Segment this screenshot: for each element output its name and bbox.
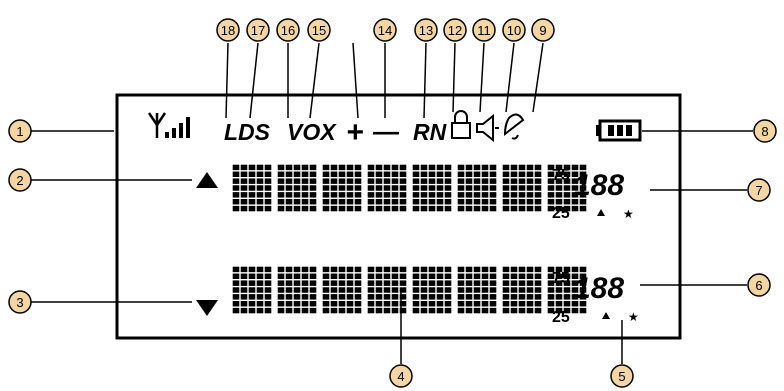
callout-14: 14 bbox=[373, 18, 397, 42]
matrix-cell bbox=[502, 164, 542, 212]
leader-lines bbox=[31, 42, 753, 364]
matrix-cell bbox=[457, 266, 497, 314]
callout-label: 1 bbox=[16, 124, 23, 139]
callout-1: 1 bbox=[8, 119, 32, 143]
callout-label: 11 bbox=[477, 23, 491, 38]
callout-4: 4 bbox=[389, 364, 413, 388]
callout-label: 6 bbox=[755, 278, 762, 293]
callout-label: 18 bbox=[221, 23, 235, 38]
row1-triangle-icon bbox=[597, 209, 605, 216]
callout-6: 6 bbox=[747, 273, 771, 297]
rn-label: RN bbox=[413, 119, 447, 145]
callout-5: 5 bbox=[610, 364, 634, 388]
up-arrow-icon bbox=[196, 172, 218, 188]
callout-8: 8 bbox=[753, 119, 777, 143]
callout-label: 17 bbox=[251, 23, 265, 38]
battery-icon bbox=[596, 119, 642, 142]
matrix-cell bbox=[502, 266, 542, 314]
row2-scale-bottom: 25 bbox=[552, 309, 570, 326]
callout-label: 8 bbox=[761, 124, 768, 139]
vox-label: VOX bbox=[287, 119, 337, 145]
speaker-icon bbox=[476, 113, 499, 143]
callout-label: 13 bbox=[419, 23, 433, 38]
callout-label: 2 bbox=[16, 173, 23, 188]
callout-label: 9 bbox=[539, 23, 546, 38]
matrix-cell bbox=[547, 266, 587, 314]
matrix-cell bbox=[277, 164, 317, 212]
lock-icon bbox=[451, 110, 471, 139]
antenna-icon bbox=[147, 112, 167, 138]
callout-2: 2 bbox=[8, 168, 32, 192]
matrix-cell bbox=[367, 266, 407, 314]
matrix-cell bbox=[412, 266, 452, 314]
matrix-cell bbox=[277, 266, 317, 314]
callout-label: 14 bbox=[378, 23, 392, 38]
callout-16: 16 bbox=[276, 18, 300, 42]
matrix-cell bbox=[232, 164, 272, 212]
callout-10: 10 bbox=[502, 18, 526, 42]
callout-label: 4 bbox=[397, 369, 404, 384]
callout-7: 7 bbox=[747, 178, 771, 202]
row2-digits: 188 bbox=[574, 272, 624, 305]
row2-scale-top: 75 bbox=[552, 270, 570, 287]
callout-12: 12 bbox=[443, 18, 467, 42]
plus-label: + bbox=[346, 116, 364, 149]
row2-triangle-icon bbox=[602, 312, 610, 319]
callout-3: 3 bbox=[8, 290, 32, 314]
matrix-cell bbox=[232, 266, 272, 314]
row1-dot-matrix bbox=[232, 164, 587, 212]
callout-label: 5 bbox=[618, 369, 625, 384]
matrix-cell bbox=[322, 266, 362, 314]
minus-label: — bbox=[372, 116, 400, 146]
matrix-cell bbox=[457, 164, 497, 212]
down-arrow-icon bbox=[196, 300, 218, 316]
callout-11: 11 bbox=[472, 18, 496, 42]
callout-18: 18 bbox=[216, 18, 240, 42]
callout-label: 7 bbox=[755, 183, 762, 198]
matrix-cell bbox=[322, 164, 362, 212]
matrix-cell bbox=[367, 164, 407, 212]
matrix-cell bbox=[547, 164, 587, 212]
callout-17: 17 bbox=[246, 18, 270, 42]
lds-label: LDS bbox=[224, 119, 271, 145]
row1-star-icon: ★ bbox=[623, 207, 634, 221]
row1-digits: 188 bbox=[574, 169, 624, 202]
row2-dot-matrix bbox=[232, 266, 587, 314]
callout-9: 9 bbox=[531, 18, 555, 42]
row1-scale-bottom: 25 bbox=[552, 205, 570, 222]
matrix-cell bbox=[412, 164, 452, 212]
row2-star-icon: ★ bbox=[628, 310, 639, 324]
callout-label: 16 bbox=[281, 23, 295, 38]
callout-label: 3 bbox=[16, 295, 23, 310]
callout-label: 12 bbox=[448, 23, 462, 38]
row1-scale-top: 75 bbox=[552, 167, 570, 184]
bell-icon bbox=[503, 113, 525, 140]
callout-label: 10 bbox=[507, 23, 521, 38]
callout-13: 13 bbox=[414, 18, 438, 42]
callout-label: 15 bbox=[312, 23, 326, 38]
signal-bars-icon bbox=[165, 117, 190, 138]
callout-15: 15 bbox=[307, 18, 331, 42]
